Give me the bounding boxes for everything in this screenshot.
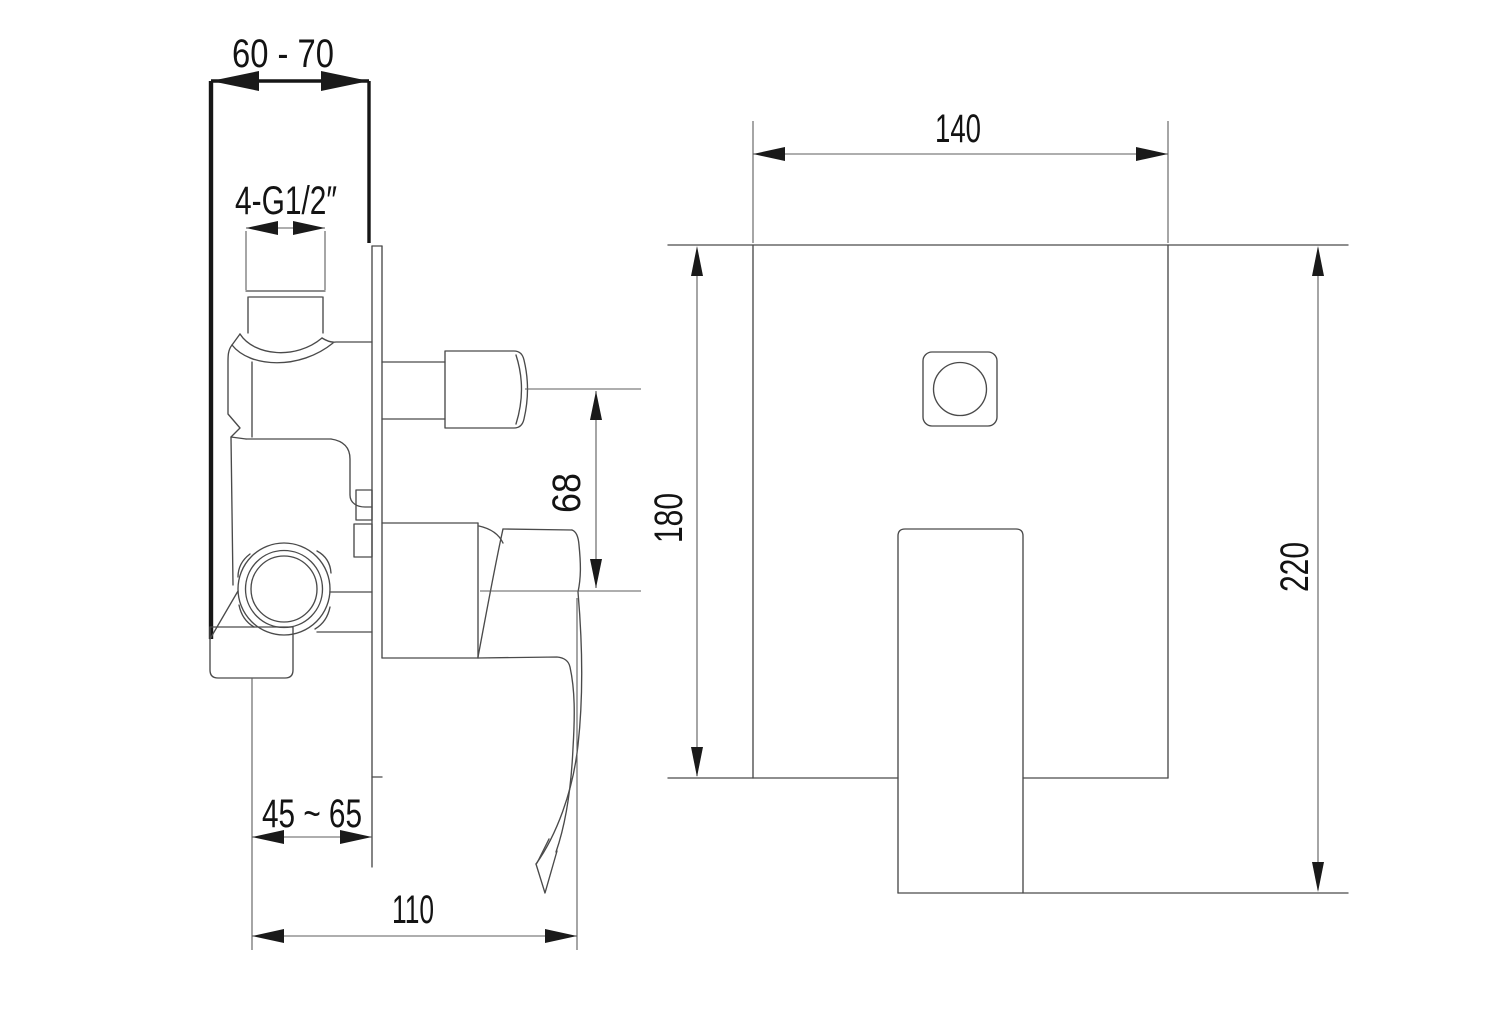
arrow-right-icon bbox=[1136, 147, 1168, 161]
dim-overall-height: 220 bbox=[1273, 246, 1324, 892]
chamfer-line bbox=[209, 590, 239, 640]
arrow-left-icon bbox=[246, 221, 278, 235]
arrow-down-icon bbox=[691, 747, 703, 777]
arrow-left-icon bbox=[211, 71, 259, 91]
dim-reach: 110 bbox=[252, 598, 578, 950]
dim-plate-depth: 45 ~ 65 bbox=[251, 678, 372, 950]
dim-label-plate-height: 180 bbox=[647, 493, 691, 543]
front-view: 140 180 220 bbox=[647, 107, 1349, 894]
arrow-left-icon bbox=[252, 830, 284, 844]
wall-plate-front bbox=[667, 244, 1349, 894]
cartridge-circle bbox=[237, 542, 373, 636]
arrow-up-icon bbox=[590, 391, 602, 420]
mounting-foot bbox=[209, 590, 294, 679]
arrow-right-icon bbox=[321, 71, 369, 91]
handle-front bbox=[897, 528, 1024, 894]
arrow-up-icon bbox=[691, 246, 703, 276]
arrow-left-icon bbox=[252, 929, 284, 943]
diverter-button bbox=[922, 351, 998, 427]
side-view: 60 - 70 4-G1/2″ bbox=[208, 32, 641, 950]
arrow-right-icon bbox=[340, 830, 372, 844]
dim-thread: 4-G1/2″ bbox=[235, 179, 337, 290]
dim-label-plate-depth: 45 ~ 65 bbox=[262, 792, 362, 836]
dim-label-plate-width: 140 bbox=[935, 107, 981, 151]
arrow-left-icon bbox=[753, 147, 785, 161]
dim-plate-width: 140 bbox=[752, 107, 1169, 243]
dim-label-overall-height: 220 bbox=[1273, 542, 1317, 592]
arrow-down-icon bbox=[1312, 862, 1324, 892]
cartridge-stem bbox=[355, 489, 373, 521]
arrow-right-icon bbox=[545, 929, 577, 943]
arrow-right-icon bbox=[293, 221, 325, 235]
dim-wall-depth: 60 - 70 bbox=[208, 32, 371, 639]
inlet-pipe bbox=[231, 290, 373, 364]
cartridge-stem bbox=[353, 523, 373, 558]
dim-label-knob-offset: 68 bbox=[545, 473, 589, 513]
handle-lever bbox=[381, 522, 583, 894]
dim-label-wall-depth: 60 - 70 bbox=[232, 32, 334, 76]
wall-plate-edge bbox=[371, 245, 383, 868]
diverter-knob bbox=[381, 350, 529, 429]
dim-label-thread: 4-G1/2″ bbox=[235, 179, 337, 223]
arrow-down-icon bbox=[590, 559, 602, 588]
dim-plate-height: 180 bbox=[647, 246, 703, 777]
dim-label-reach: 110 bbox=[392, 888, 434, 932]
arrow-up-icon bbox=[1312, 246, 1324, 276]
dim-knob-offset: 68 bbox=[480, 388, 641, 592]
valve-body bbox=[227, 344, 373, 586]
